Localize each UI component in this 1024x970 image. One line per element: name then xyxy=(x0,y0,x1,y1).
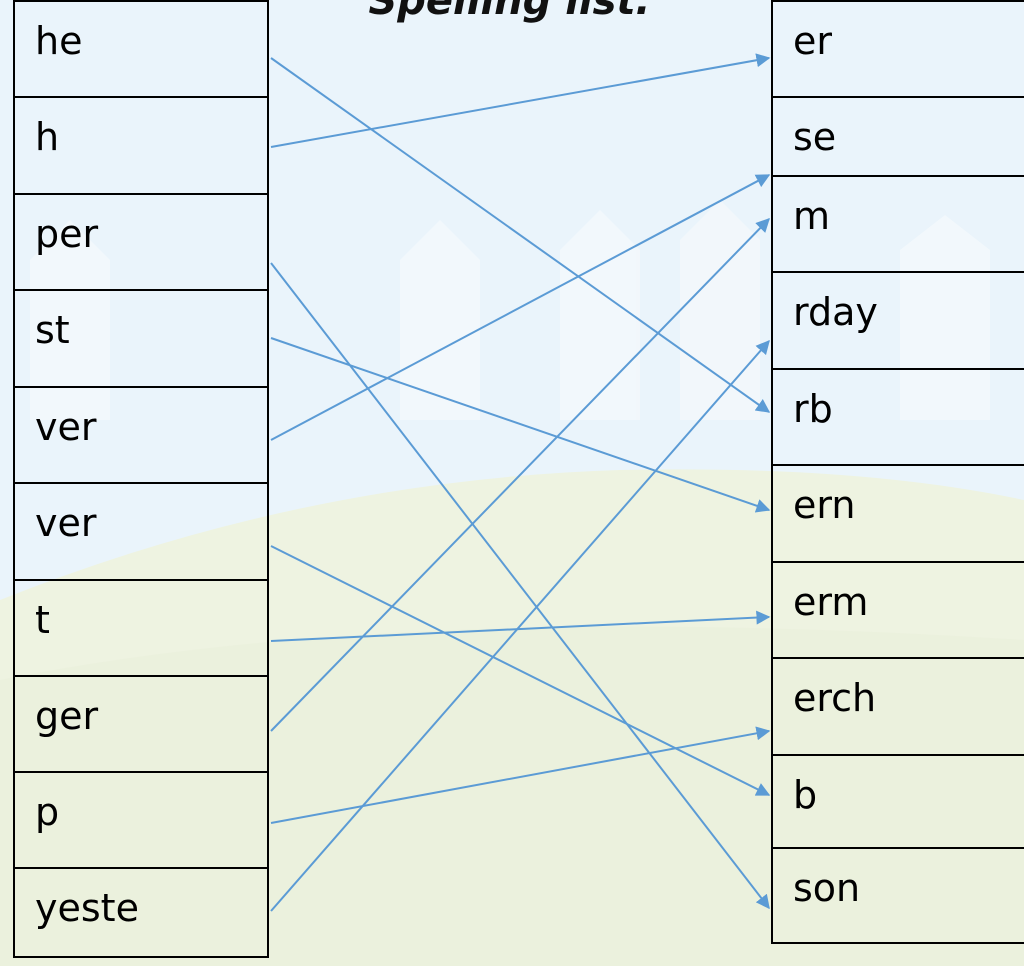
left-word-label: ger xyxy=(35,694,99,738)
left-word-label: ver xyxy=(35,501,97,545)
right-word-cell[interactable]: son xyxy=(773,849,1024,943)
right-word-cell[interactable]: rb xyxy=(773,370,1024,466)
left-word-cell[interactable]: yeste xyxy=(15,869,267,965)
right-word-label: m xyxy=(793,194,831,238)
right-word-label: erm xyxy=(793,580,869,624)
connection-line xyxy=(270,610,771,642)
right-word-label: erch xyxy=(793,676,877,720)
right-word-column: er se m rday rb ern erm erch b son xyxy=(771,0,1024,944)
left-word-label: yeste xyxy=(35,886,139,930)
page-title: Spelling list: xyxy=(368,0,652,24)
left-word-label: ver xyxy=(35,405,97,449)
connection-line xyxy=(270,337,771,513)
connection-line xyxy=(270,339,770,912)
right-word-label: ern xyxy=(793,483,856,527)
right-word-label: son xyxy=(793,866,861,910)
left-word-cell[interactable]: h xyxy=(15,98,267,195)
connection-line xyxy=(270,262,770,910)
left-word-label: h xyxy=(35,115,60,159)
right-word-cell[interactable]: rday xyxy=(773,273,1024,370)
left-word-label: p xyxy=(35,790,60,834)
right-word-cell[interactable]: se xyxy=(773,98,1024,177)
right-word-cell[interactable]: b xyxy=(773,756,1024,849)
left-word-cell[interactable]: p xyxy=(15,773,267,869)
right-word-cell[interactable]: er xyxy=(773,2,1024,98)
left-word-cell[interactable]: ver xyxy=(15,388,267,484)
left-word-label: t xyxy=(35,598,50,642)
right-word-label: rb xyxy=(793,387,833,431)
left-word-cell[interactable]: ger xyxy=(15,677,267,773)
left-word-column: he h per st ver ver t ger p yeste xyxy=(13,0,269,958)
left-word-label: st xyxy=(35,308,70,352)
connection-line xyxy=(270,726,771,824)
left-word-cell[interactable]: per xyxy=(15,195,267,291)
connection-line xyxy=(270,217,770,732)
right-word-cell[interactable]: m xyxy=(773,177,1024,273)
connection-line xyxy=(270,174,771,441)
right-word-label: b xyxy=(793,773,818,817)
right-word-label: rday xyxy=(793,290,878,334)
right-word-label: er xyxy=(793,19,833,63)
right-word-label: se xyxy=(793,115,837,159)
right-word-cell[interactable]: ern xyxy=(773,466,1024,563)
left-word-cell[interactable]: t xyxy=(15,581,267,677)
left-word-label: he xyxy=(35,19,83,63)
left-word-label: per xyxy=(35,212,99,256)
left-word-cell[interactable]: ver xyxy=(15,484,267,581)
right-word-cell[interactable]: erch xyxy=(773,659,1024,756)
connection-line xyxy=(270,57,771,413)
right-word-cell[interactable]: erm xyxy=(773,563,1024,659)
left-word-cell[interactable]: he xyxy=(15,2,267,98)
left-word-cell[interactable]: st xyxy=(15,291,267,388)
connection-line xyxy=(270,53,771,148)
connection-line xyxy=(270,545,771,796)
